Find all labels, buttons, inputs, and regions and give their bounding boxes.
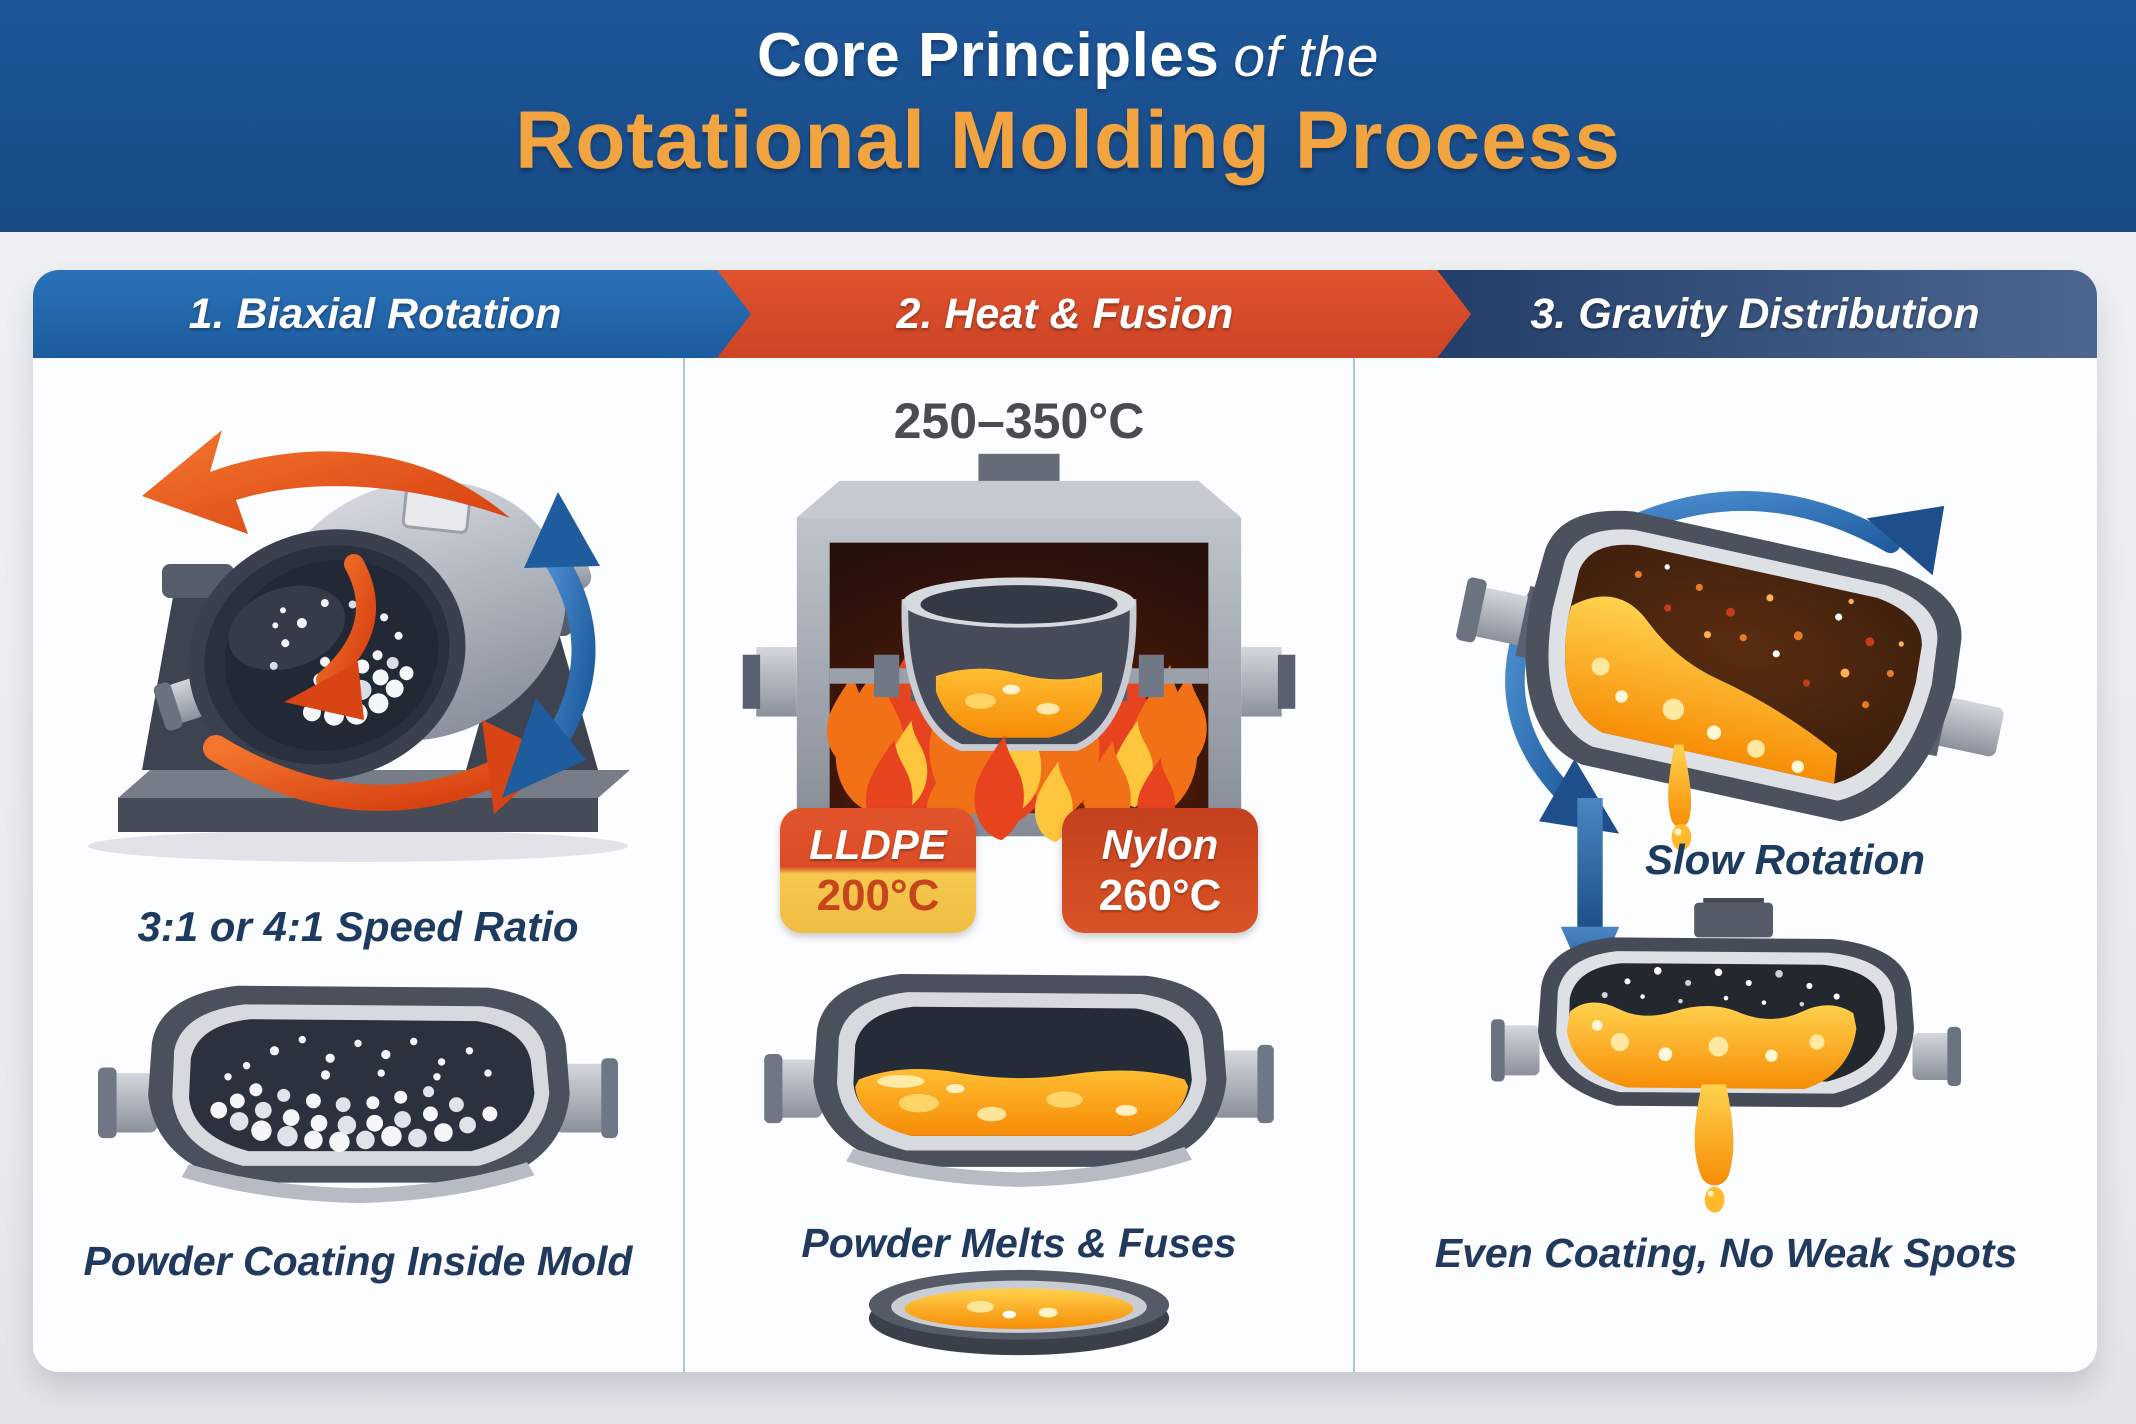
material-badges: LLDPE 200°C Nylon 260°C: [685, 808, 1353, 933]
molten-polymer: [855, 1068, 1189, 1136]
powder-granules: [210, 1035, 498, 1152]
title-line1-suffix: of the: [1233, 25, 1379, 89]
column-header-heat-fusion: 2. Heat & Fusion: [683, 270, 1471, 358]
column-divider: [683, 358, 685, 1372]
polymer-drip: [1694, 1084, 1734, 1213]
hot-speckles: [1634, 564, 1904, 709]
column2-caption: Powder Melts & Fuses: [801, 1220, 1237, 1266]
column-divider: [1353, 358, 1355, 1372]
temperature-range-label: 250–350°C: [893, 393, 1145, 449]
column-header-label: 1. Biaxial Rotation: [188, 289, 562, 338]
coated-mold-illustration: [1491, 898, 1961, 1213]
melt-mold-illustration: [764, 973, 1274, 1187]
column-heat-fusion: 250–350°C: [685, 358, 1353, 1372]
title-line1-main: Core Principles: [757, 21, 1220, 90]
column-biaxial-rotation: 3:1 or 4:1 Speed Ratio: [33, 358, 683, 1372]
column-gravity-distribution: Slow Rotation: [1355, 358, 2097, 1372]
column3-caption: Even Coating, No Weak Spots: [1434, 1230, 2018, 1276]
biaxial-machine-illustration: [88, 430, 630, 862]
column-header-label: 3. Gravity Distribution: [1530, 289, 1980, 338]
powder-mold-illustration: [98, 985, 618, 1204]
molten-polymer: [904, 1288, 1134, 1330]
column1-caption: Powder Coating Inside Mold: [83, 1238, 633, 1284]
oven-illustration: [742, 453, 1296, 860]
column-header-biaxial-rotation: 1. Biaxial Rotation: [33, 270, 751, 358]
column-header-gravity-distribution: 3. Gravity Distribution: [1353, 270, 2097, 358]
mold-boss: [1694, 902, 1773, 938]
mold-drum: [153, 480, 592, 781]
content-panel: 1. Biaxial Rotation 2. Heat & Fusion 3. …: [33, 270, 2097, 1372]
molded-part-illustration: [868, 1269, 1170, 1356]
molten-polymer: [1565, 596, 1838, 784]
material-temp: 260°C: [1098, 871, 1222, 921]
material-name: Nylon: [1101, 820, 1219, 868]
material-temp: 200°C: [816, 871, 940, 921]
rotation-arrow-orange-icon: [142, 430, 558, 814]
polymer-drip: [1668, 744, 1692, 851]
badge-nylon: Nylon 260°C: [1062, 808, 1258, 933]
badge-lldpe: LLDPE 200°C: [780, 808, 976, 933]
title-line2: Rotational Molding Process: [515, 95, 1621, 186]
speed-ratio-label: 3:1 or 4:1 Speed Ratio: [137, 903, 579, 950]
rotation-arrow-blue-icon: [502, 492, 600, 798]
molten-polymer: [935, 668, 1103, 738]
oven-vent: [978, 453, 1060, 483]
powder-speckles: [1601, 967, 1840, 1007]
tilted-mold: [1456, 510, 2004, 822]
column-header-label: 2. Heat & Fusion: [896, 289, 1234, 338]
slow-rotation-label: Slow Rotation: [1645, 836, 1925, 883]
mold-inside-oven: [901, 577, 1137, 751]
material-name: LLDPE: [809, 820, 947, 868]
